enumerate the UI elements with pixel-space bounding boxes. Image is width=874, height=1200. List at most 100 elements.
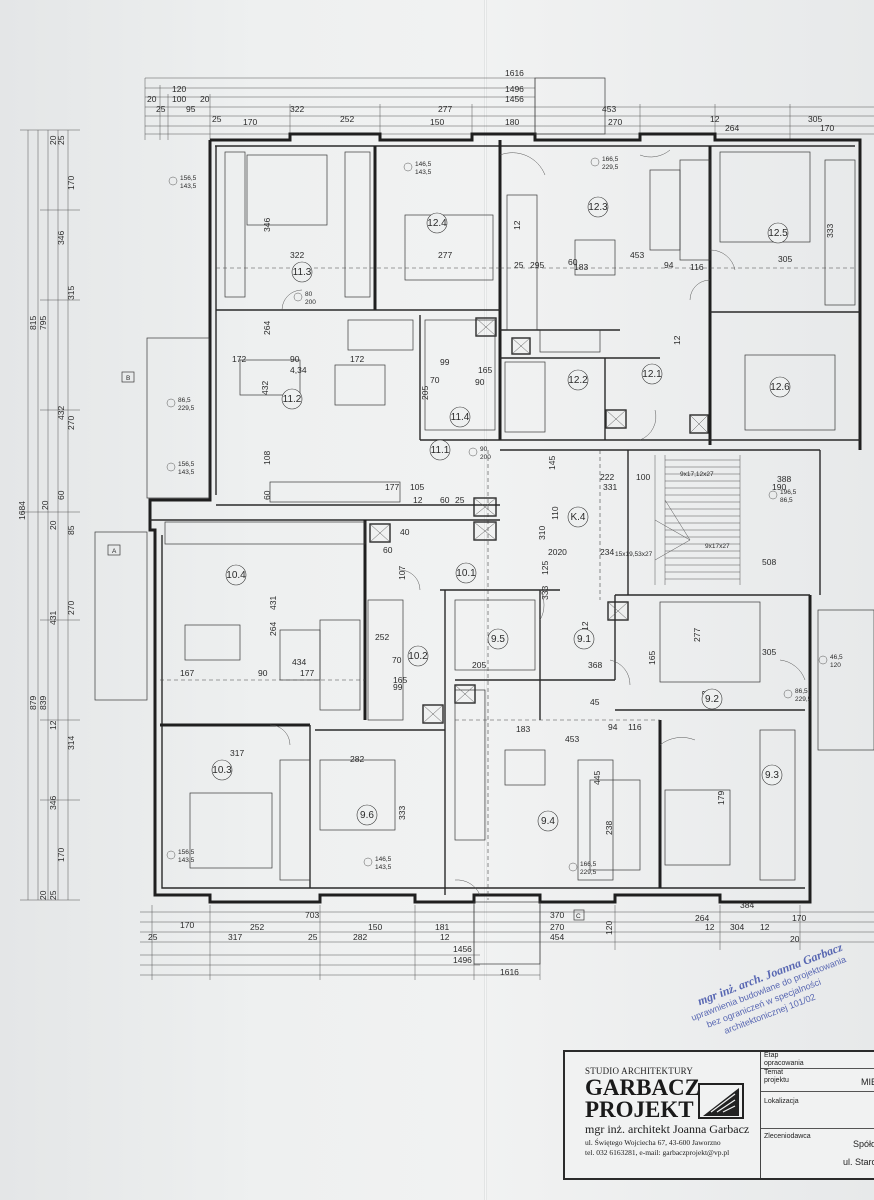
- room-number: 10.1: [456, 568, 476, 579]
- dim-label: 317: [230, 748, 244, 758]
- dim-label: 432: [56, 406, 66, 420]
- room-marker: [291, 261, 313, 283]
- room-marker: [567, 369, 589, 391]
- dim-label: 116: [628, 722, 642, 732]
- beds: [189, 151, 836, 869]
- field-row: Lokalizacja: [761, 1092, 874, 1129]
- dim-label: 145: [547, 456, 557, 470]
- dim-label: 25: [56, 135, 66, 145]
- dim-label: 100: [172, 94, 186, 104]
- rating-circle: [363, 857, 373, 867]
- dim-label: 4,34: [290, 365, 307, 375]
- dim-label: 170: [792, 913, 806, 923]
- studio-address: ul. Świętego Wojciecha 67, 43-600 Jaworz…: [585, 1138, 721, 1147]
- dim-label: 120: [172, 84, 186, 94]
- furniture: [184, 169, 681, 871]
- stair-labels: 9x17,12x27 15x19,53x27 9x17x27: [615, 471, 730, 558]
- room-number: 11.3: [293, 267, 312, 278]
- room-number: 10.4: [226, 570, 246, 581]
- field-label: Temat projektu: [764, 1069, 789, 1084]
- stair-label: 15x19,53x27: [615, 551, 653, 558]
- staircase: [654, 455, 741, 585]
- dim-label: 25: [308, 932, 318, 942]
- rating-value: 90: [480, 446, 488, 453]
- room-number: K.4: [570, 512, 585, 523]
- dim-label: 277: [438, 104, 452, 114]
- dim-label: 333: [540, 586, 550, 600]
- rating-value: 229,5: [795, 696, 812, 703]
- dim-label: 432: [260, 381, 270, 395]
- dim-label: 60: [56, 490, 66, 500]
- dim-label: 270: [66, 416, 76, 430]
- dim-label: 105: [410, 482, 424, 492]
- dim-label: 305: [778, 254, 792, 264]
- dim-label: 453: [602, 104, 616, 114]
- kitchen-units: [164, 151, 856, 881]
- room-marker: [761, 764, 783, 786]
- dim-label: 172: [350, 354, 364, 364]
- dim-lines-top: [144, 77, 874, 140]
- dim-label: 120: [0, 0, 14, 2]
- field-label: Zleceniodawca: [764, 1133, 811, 1140]
- rating-value: 229,5: [178, 405, 195, 412]
- dim-label: 388: [777, 474, 791, 484]
- room-marker: [767, 222, 789, 244]
- dim-label: 879: [28, 696, 38, 710]
- dim-label: 1456: [505, 94, 524, 104]
- doors: [269, 149, 806, 896]
- dim-label: 238: [604, 821, 614, 835]
- dim-label: 125: [540, 561, 550, 575]
- dim-label: 314: [66, 736, 76, 750]
- rating-value: 196,5: [780, 489, 797, 496]
- dim-label: 60: [440, 495, 450, 505]
- dim-label: 445: [592, 771, 602, 785]
- dim-text-top: 1616 1496 1456 120 100 20 20 25 95 322 2…: [147, 68, 834, 133]
- dim-text-bottom: 170 252 150 181 370 264 170 25 317 25 28…: [148, 900, 806, 977]
- rating-value: 166,5: [602, 156, 619, 163]
- dim-label: 264: [268, 622, 278, 636]
- dim-label: 222: [600, 472, 614, 482]
- dim-label: 1616: [505, 68, 524, 78]
- room-number: 12.1: [642, 369, 662, 380]
- rating-value: 146,5: [415, 161, 432, 168]
- field-row: Temat projektu MIES: [761, 1069, 874, 1092]
- dim-label: 12: [760, 922, 770, 932]
- dim-label: 434: [292, 657, 306, 667]
- room-number: 11.4: [451, 412, 470, 423]
- stair-label: 9x17,12x27: [680, 471, 714, 478]
- dim-label: 839: [38, 696, 48, 710]
- dim-label: 2020: [548, 547, 567, 557]
- rating-circle: [818, 655, 828, 665]
- dim-label: 25: [514, 260, 524, 270]
- dim-label: 60: [262, 490, 272, 500]
- dim-label: 277: [692, 628, 702, 642]
- dim-label: 85: [66, 525, 76, 535]
- studio-logo-icon: [698, 1083, 744, 1119]
- dim-label: 183: [574, 262, 588, 272]
- rating-circle: [590, 157, 600, 167]
- dim-label: 205: [420, 386, 430, 400]
- rating-circle: [768, 490, 778, 500]
- rating-circle: [166, 462, 176, 472]
- dim-label: 170: [56, 848, 66, 862]
- dim-label: 94: [608, 722, 618, 732]
- dim-label: 170: [66, 176, 76, 190]
- field-row: Zleceniodawca Spółdz ul. Starowie: [761, 1129, 874, 1177]
- dim-label: 205: [472, 660, 486, 670]
- dim-label: 99: [393, 682, 403, 692]
- dim-label: 25: [48, 890, 58, 900]
- dim-label: 264: [262, 321, 272, 335]
- rating-value: 143,5: [415, 169, 432, 176]
- room-marker: [455, 562, 477, 584]
- dim-label: 234: [600, 547, 614, 557]
- rating-value: 143,5: [178, 469, 195, 476]
- section-marker-c: C: [576, 913, 581, 920]
- dim-label: 60: [383, 545, 393, 555]
- dim-label: 177: [300, 668, 314, 678]
- dim-label: 90: [258, 668, 268, 678]
- dim-label: 172: [232, 354, 246, 364]
- rating-value: 120: [830, 662, 841, 669]
- dim-label: 94: [664, 260, 674, 270]
- room-marker: [537, 810, 559, 832]
